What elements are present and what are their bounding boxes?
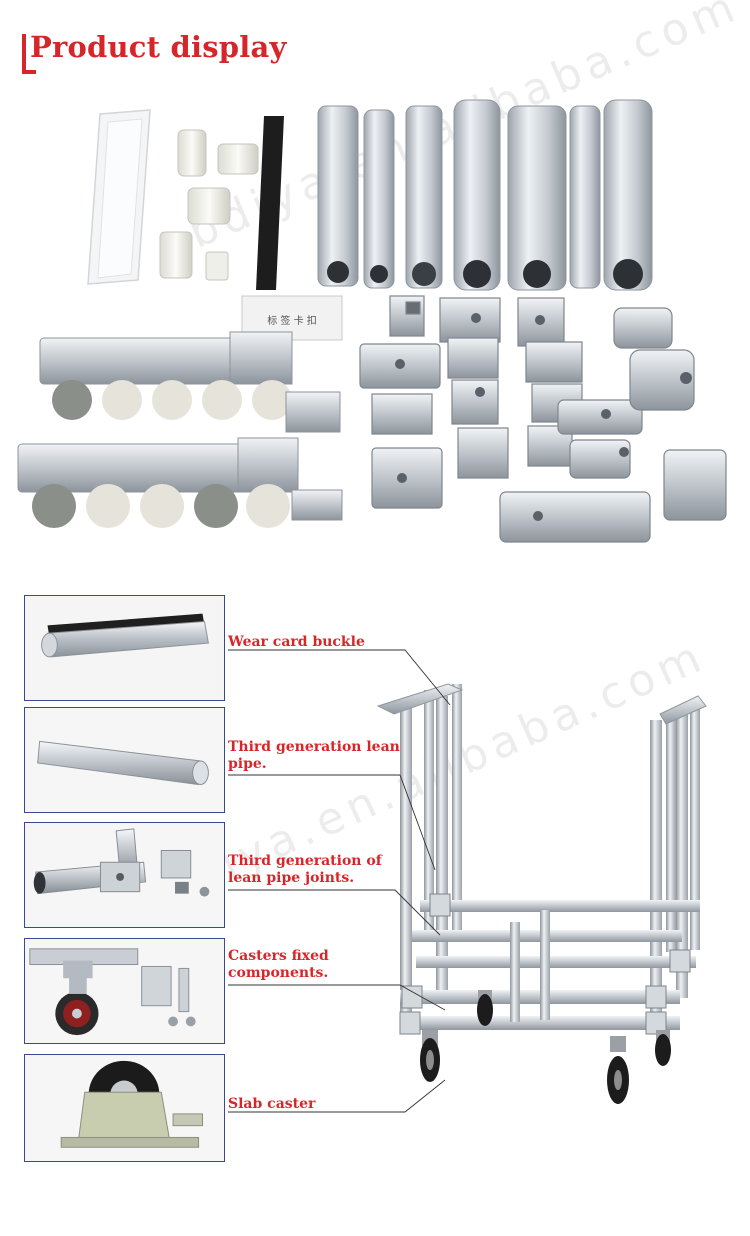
- thumb-pipe-joints: [24, 822, 225, 928]
- component-label-line: pipe.: [228, 756, 267, 772]
- parts-illustration: 标 签 卡 扣: [17, 99, 727, 543]
- component-label-line: Casters fixed: [228, 948, 329, 964]
- thumb-lean-pipe: [24, 707, 225, 813]
- lean-pipe-icon: [25, 596, 224, 700]
- component-label-casters-fixed: Casters fixed components.: [228, 948, 329, 982]
- lean-pipe-icon: [25, 708, 224, 812]
- parts-display-photo: 标 签 卡 扣: [10, 92, 742, 578]
- component-label-line: Third generation of: [228, 853, 382, 869]
- component-label-line: lean pipe joints.: [228, 870, 355, 886]
- component-label-line: Wear card buckle: [228, 634, 365, 650]
- component-label-lean-pipe: Third generation lean pipe.: [228, 739, 400, 773]
- cart-icon: [376, 683, 707, 1104]
- tag-card-text: 标 签 卡 扣: [267, 314, 317, 327]
- thumb-wear-card-buckle: [24, 595, 225, 701]
- caster-icon: [25, 1055, 224, 1161]
- title-accent-bracket: [22, 34, 36, 74]
- thumb-slab-caster: [24, 1054, 225, 1162]
- component-label-line: components.: [228, 965, 329, 981]
- thumb-caster-components: [24, 938, 225, 1044]
- pipe-joint-icon: [25, 823, 224, 927]
- component-label-line: Slab caster: [228, 1096, 316, 1112]
- component-label-slab-caster: Slab caster: [228, 1096, 315, 1113]
- page-title: Product display: [30, 30, 287, 64]
- component-label-wear-card-buckle: Wear card buckle: [228, 634, 365, 651]
- component-label-pipe-joints: Third generation of lean pipe joints.: [228, 853, 382, 887]
- component-label-line: Third generation lean: [228, 739, 400, 755]
- cart-photo: [360, 660, 730, 1120]
- caster-icon: [25, 939, 224, 1043]
